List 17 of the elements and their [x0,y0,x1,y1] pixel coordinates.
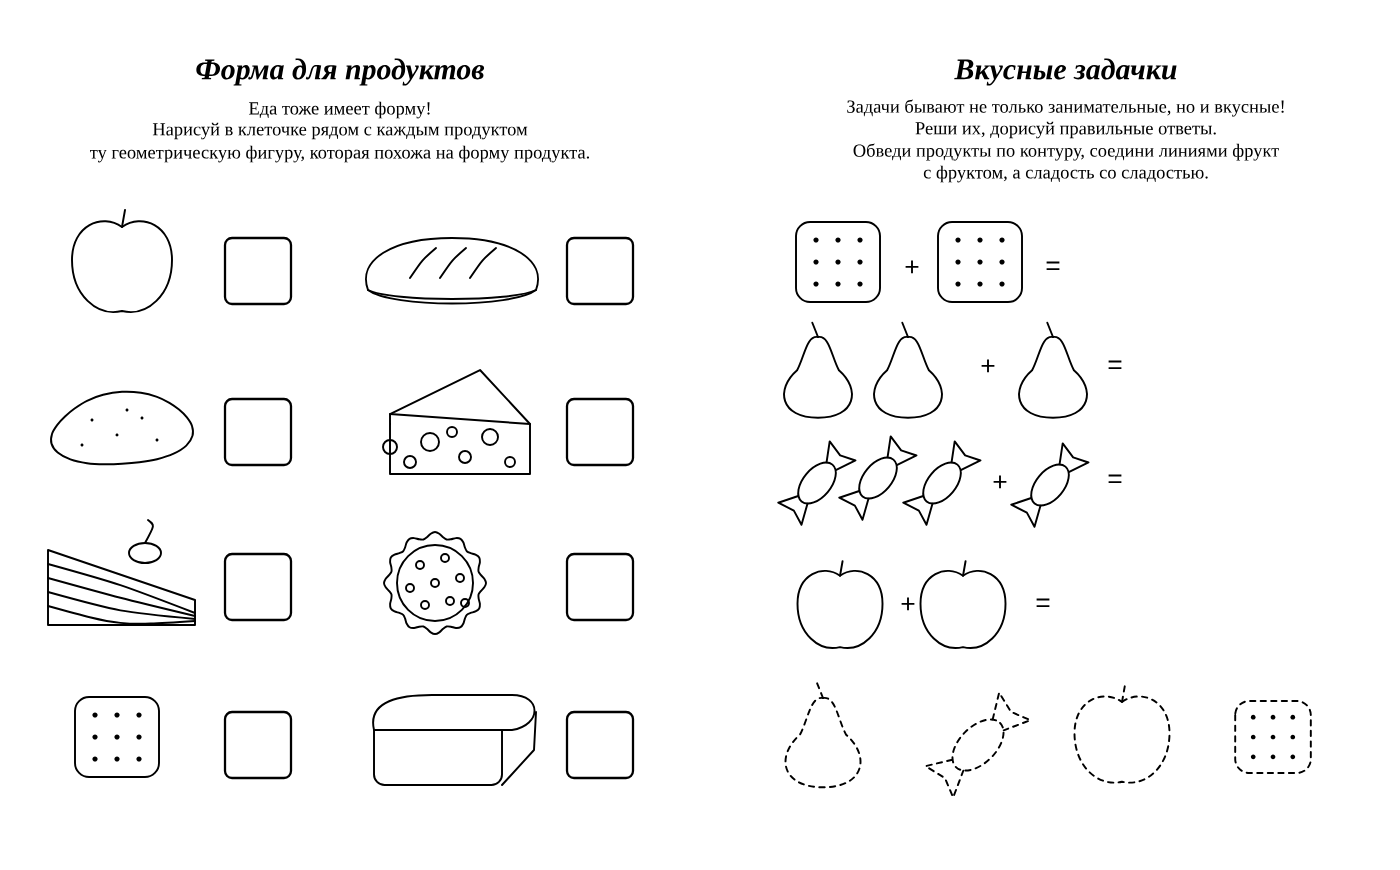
math-sign: + [981,359,995,373]
instruction-text: ту геометрическую фигуру, которая похожа на форму продукта. [90,145,590,163]
math-sign: + [993,475,1007,489]
math-sign: = [1108,474,1122,484]
math-sign: = [1046,261,1060,271]
instruction-text: Обведи продукты по контуру, соедини линиями фрукт [853,143,1279,161]
math-sign: + [901,597,915,611]
heading: Вкусные задачки [954,58,1177,86]
instruction-text: Нарисуй в клеточке рядом с каждым продуктом [152,122,528,140]
instruction-text: Еда тоже имеет форму! [249,101,430,119]
instruction-text: Реши их, дорисуй правильные ответы. [915,121,1216,139]
instruction-text: с фруктом, а сладость со сладостью. [923,165,1208,183]
math-sign: = [1108,360,1122,370]
instruction-text: Задачи бывают не только занимательные, но и вкусные! [847,99,1284,117]
math-sign: + [905,260,919,274]
heading: Форма для продуктов [196,58,485,86]
math-sign: = [1036,598,1050,608]
